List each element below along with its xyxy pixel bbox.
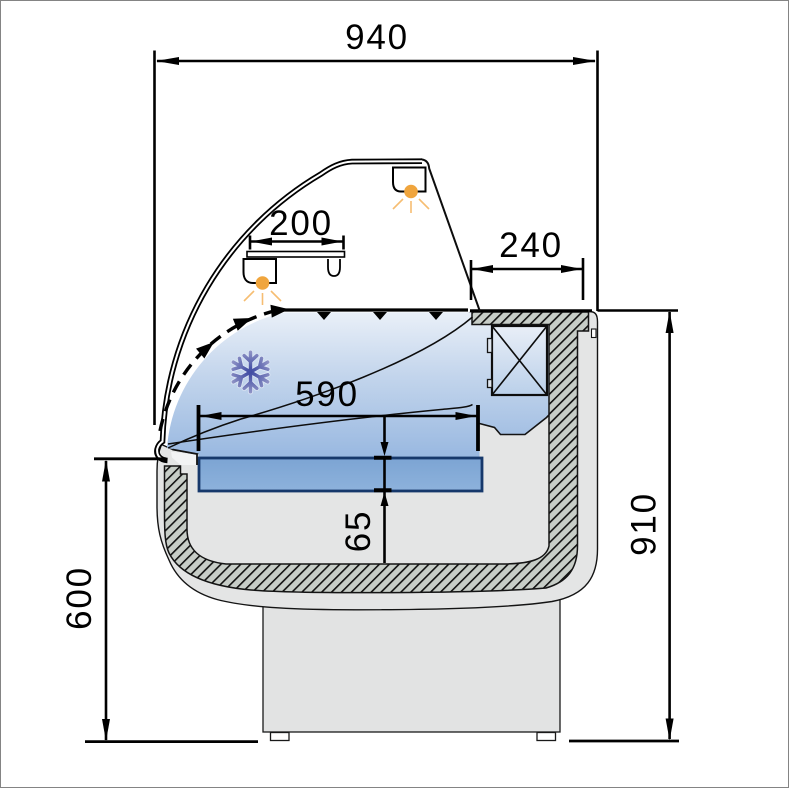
svg-text:600: 600 <box>60 566 99 630</box>
svg-text:200: 200 <box>269 204 333 243</box>
svg-text:590: 590 <box>295 375 359 414</box>
svg-text:940: 940 <box>345 18 409 57</box>
svg-text:910: 910 <box>625 492 664 556</box>
svg-text:65: 65 <box>339 510 378 553</box>
svg-text:240: 240 <box>499 226 563 265</box>
